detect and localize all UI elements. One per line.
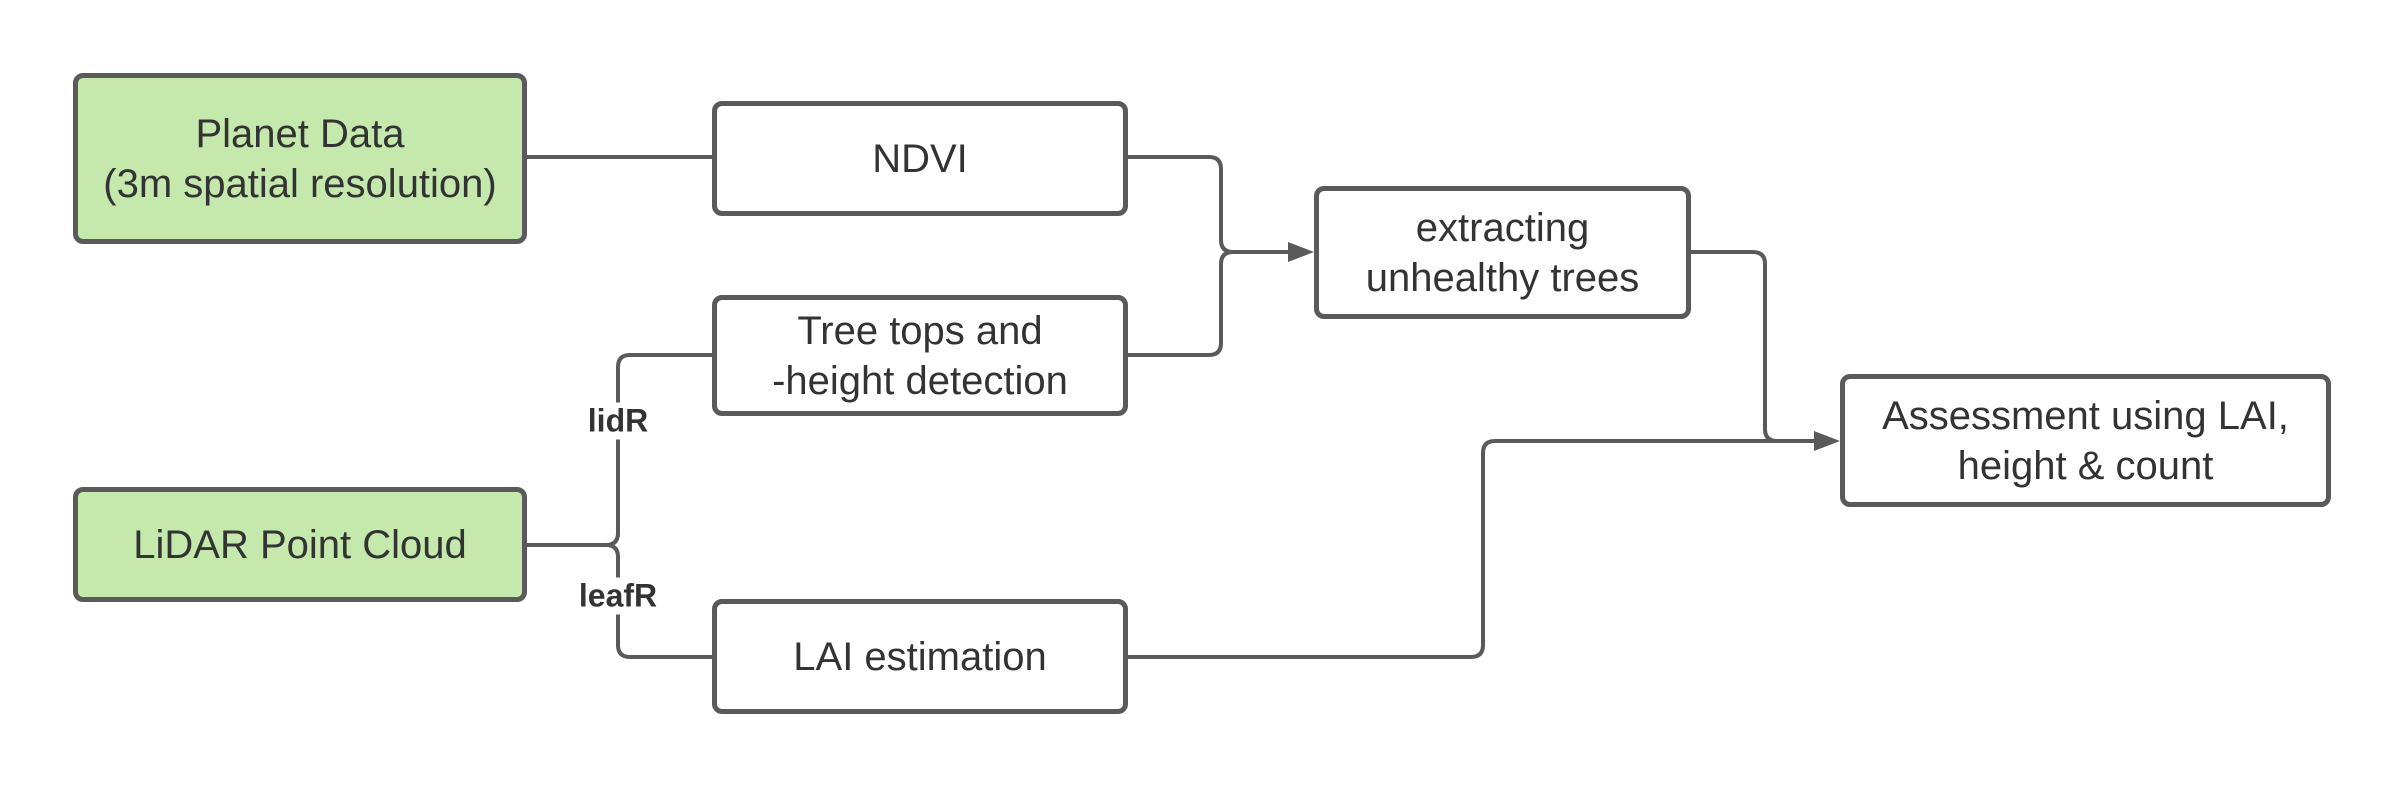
arrowhead-assess	[1814, 431, 1840, 451]
edge-extract-to-assess	[1691, 250, 1814, 443]
planet-data-node: Planet Data (3m spatial resolution)	[73, 73, 527, 244]
lai-estimation-node: LAI estimation	[712, 599, 1128, 714]
edge-lidar-to-treetops	[527, 353, 712, 547]
lidar-point-cloud-node: LiDAR Point Cloud	[73, 487, 527, 602]
planet-data-resolution: (3m spatial resolution)	[103, 161, 497, 206]
assessment-line-2: height & count	[1957, 443, 2214, 488]
leafr-edge-label: leafR	[572, 577, 664, 615]
planet-data-title: Planet Data	[195, 111, 405, 156]
assessment-line-1: Assessment using LAI,	[1882, 393, 2289, 438]
tree-tops-line-1: Tree tops and	[797, 308, 1043, 353]
edge-lai-to-assess	[1128, 439, 1814, 659]
lidar-point-cloud-label: LiDAR Point Cloud	[133, 522, 467, 567]
extracting-unhealthy-trees-node: extracting unhealthy trees	[1314, 186, 1691, 319]
edge-lidar-to-lai	[605, 543, 712, 659]
lai-estimation-label: LAI estimation	[793, 634, 1047, 679]
ndvi-label: NDVI	[872, 136, 968, 181]
tree-tops-line-2: -height detection	[772, 358, 1068, 403]
extracting-line-1: extracting	[1415, 205, 1590, 250]
ndvi-node: NDVI	[712, 101, 1128, 216]
lidr-edge-label: lidR	[581, 402, 655, 440]
edge-ndvi-to-extract	[1128, 155, 1288, 254]
edge-treetops-to-extract	[1128, 250, 1234, 357]
extracting-line-2: unhealthy trees	[1365, 255, 1640, 300]
tree-tops-node: Tree tops and -height detection	[712, 295, 1128, 416]
arrowhead-extract	[1288, 242, 1314, 262]
assessment-node: Assessment using LAI, height & count	[1840, 374, 2331, 507]
